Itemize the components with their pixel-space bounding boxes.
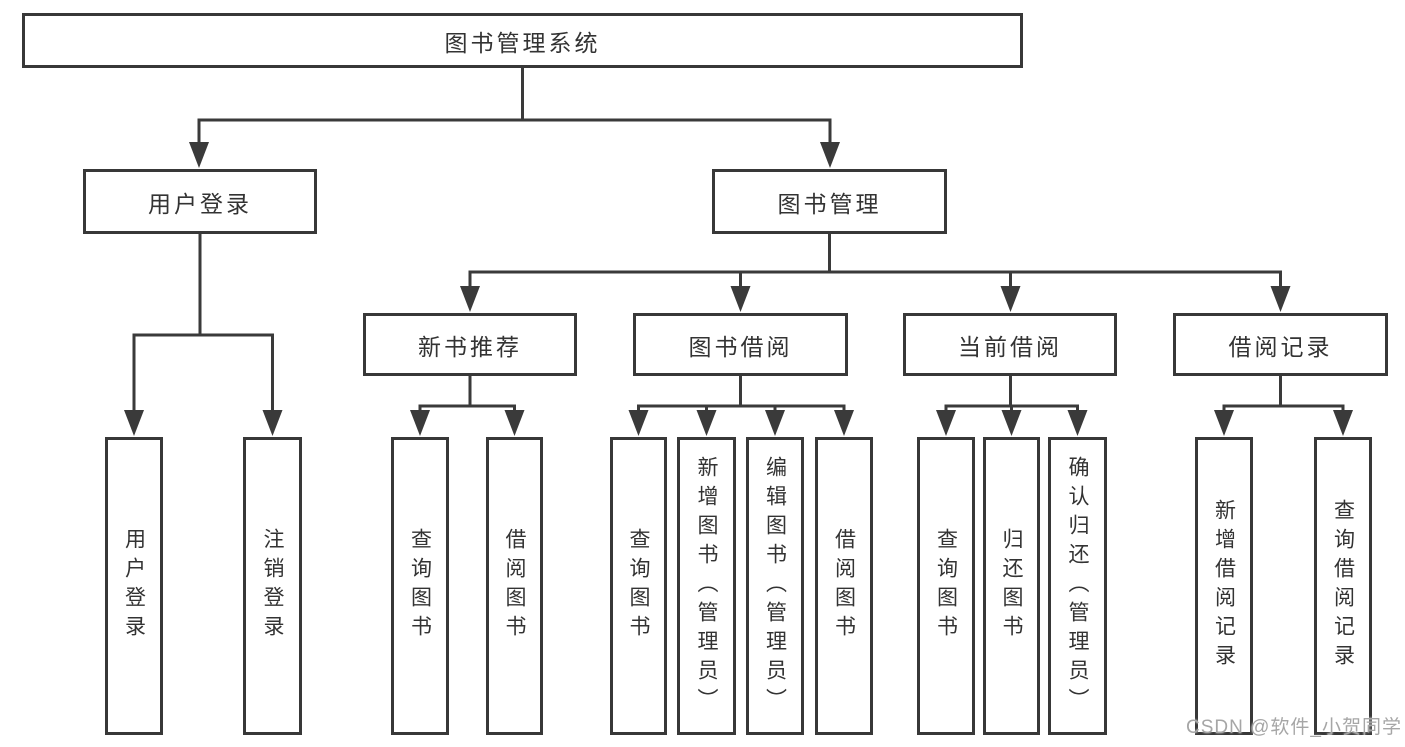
connector-root-to-level2 <box>189 66 840 168</box>
connector-borrow-records-children <box>1214 374 1353 436</box>
connector-current-borrow-children <box>936 374 1088 436</box>
watermark: CSDN @软件_小贺同学 <box>1186 717 1402 738</box>
node-borrow-books-borrowing: 借阅图书 <box>815 437 873 735</box>
node-return-books: 归还图书 <box>983 437 1040 735</box>
node-logout-action: 注销登录 <box>243 437 302 735</box>
node-user-login-action: 用户登录 <box>105 437 163 735</box>
node-query-books-borrowing: 查询图书 <box>610 437 667 735</box>
node-current-borrowing: 当前借阅 <box>903 313 1117 376</box>
node-book-management: 图书管理 <box>712 169 947 234</box>
node-query-books-current: 查询图书 <box>917 437 975 735</box>
connector-book-mgmt-to-level3 <box>460 232 1291 312</box>
connector-user-login-children <box>124 232 283 436</box>
node-query-borrow-record: 查询借阅记录 <box>1314 437 1372 735</box>
connector-book-borrow-children <box>628 374 854 436</box>
node-confirm-return-admin: 确认归还（管理员） <box>1048 437 1107 735</box>
node-borrowing-records: 借阅记录 <box>1173 313 1388 376</box>
node-new-book-recommend: 新书推荐 <box>363 313 577 376</box>
node-edit-books-admin: 编辑图书（管理员） <box>746 437 804 735</box>
node-add-borrow-record: 新增借阅记录 <box>1195 437 1253 735</box>
node-query-books-recommend: 查询图书 <box>391 437 449 735</box>
node-add-books-admin: 新增图书（管理员） <box>677 437 736 735</box>
node-library-management-system: 图书管理系统 <box>22 13 1023 68</box>
connector-new-book-rec-children <box>410 374 525 436</box>
node-book-borrowing: 图书借阅 <box>633 313 848 376</box>
node-borrow-books-recommend: 借阅图书 <box>486 437 543 735</box>
node-user-login: 用户登录 <box>83 169 317 234</box>
